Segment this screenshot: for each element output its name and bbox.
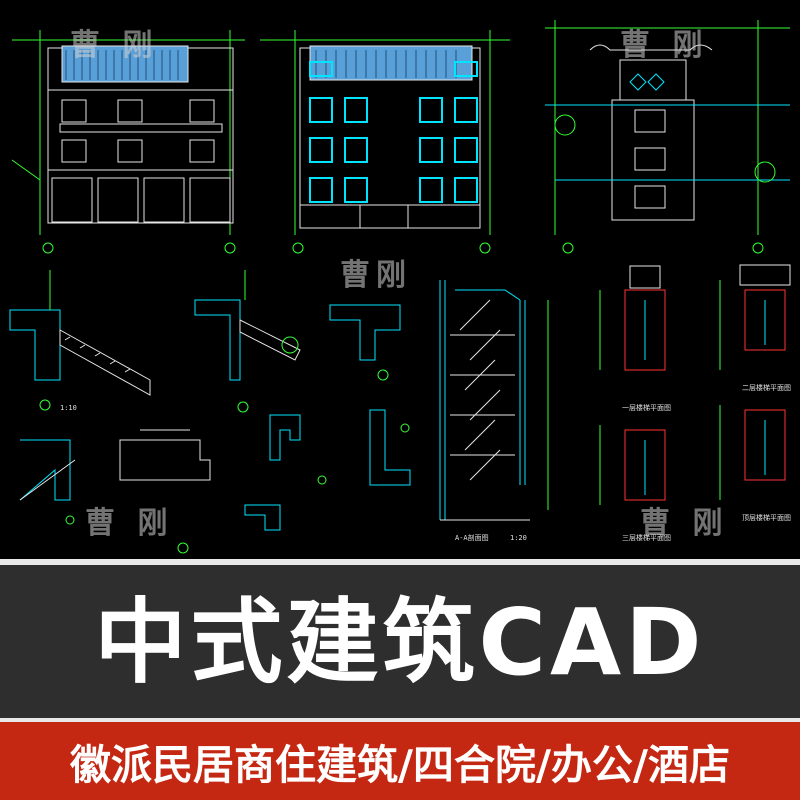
elevation-right	[545, 20, 790, 254]
plan-label-1: 一层楼梯平面图	[622, 403, 671, 412]
elevation-left	[11, 30, 245, 254]
watermark: 曹 刚	[85, 506, 174, 541]
detail-scale-label: 1:10	[60, 404, 77, 412]
stair-plans	[599, 264, 791, 505]
plan-label-3: 三层楼梯平面图	[622, 533, 671, 542]
cad-drawings-panel: A-A剖面图 1:20 一层楼梯平面图 二层楼梯平面图 三层楼梯平面图 顶层楼梯…	[9, 20, 791, 554]
stair-section-aa	[439, 280, 549, 521]
divider-line	[0, 559, 800, 565]
subtitle-text: 徽派民居商住建筑/四合院/办公/酒店	[70, 741, 730, 789]
plan-label-4: 顶层楼梯平面图	[742, 513, 791, 522]
watermark: 曹刚	[340, 258, 412, 293]
cad-drawings-illustration: A-A剖面图 1:20 一层楼梯平面图 二层楼梯平面图 三层楼梯平面图 顶层楼梯…	[9, 20, 791, 554]
watermark: 曹 刚	[640, 506, 729, 541]
stair-details	[9, 270, 411, 554]
elevation-middle	[260, 30, 510, 254]
headline-title: 中式建筑CAD	[94, 588, 706, 696]
divider-line	[0, 718, 800, 722]
subtitle-bar: 徽派民居商住建筑/四合院/办公/酒店	[0, 722, 800, 800]
plan-label-2: 二层楼梯平面图	[742, 383, 791, 392]
section-title-label: A-A剖面图	[455, 533, 489, 542]
watermark: 曹 刚	[620, 28, 709, 63]
section-scale-label: 1:20	[510, 534, 527, 542]
headline-band: 中式建筑CAD	[0, 565, 800, 720]
watermark: 曹 刚	[70, 28, 159, 63]
